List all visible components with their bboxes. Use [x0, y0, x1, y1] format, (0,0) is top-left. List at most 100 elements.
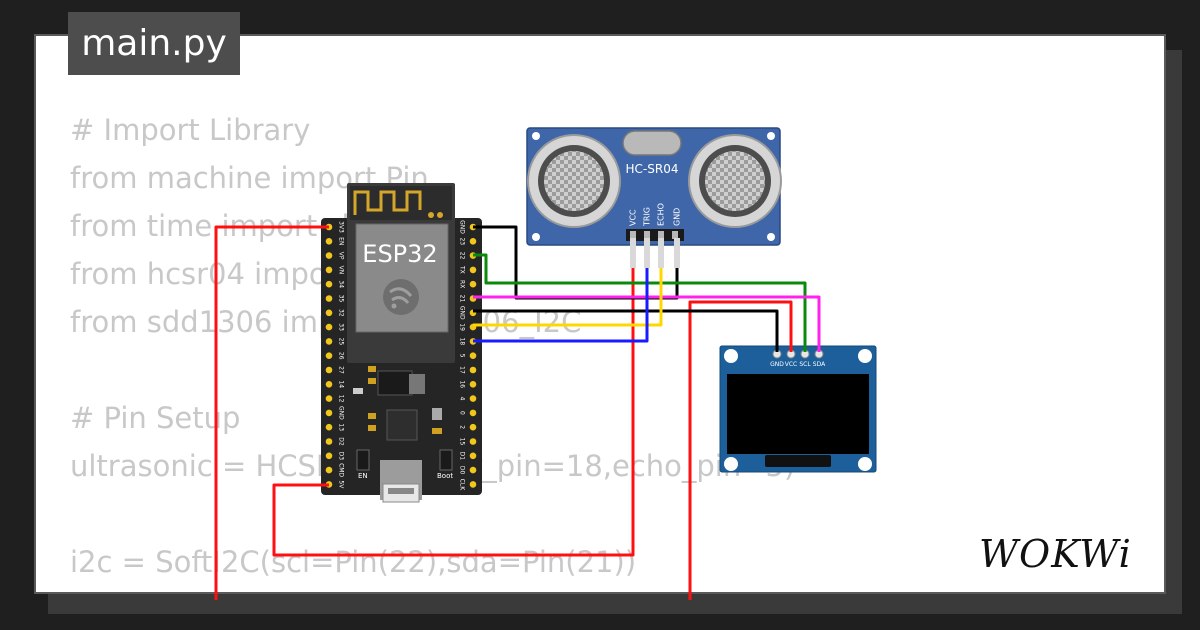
- en-button[interactable]: [356, 449, 370, 471]
- esp32-pin-right[interactable]: [469, 423, 477, 431]
- wire-blue-echo: [473, 240, 649, 343]
- esp32-pin-left[interactable]: [325, 423, 333, 431]
- oled-pin-label: VCC: [785, 361, 797, 368]
- esp32-pin-right[interactable]: [469, 409, 477, 417]
- esp32-pin-right[interactable]: [469, 466, 477, 474]
- oled-pin-label: SDA: [813, 361, 826, 368]
- esp32-pin-label-right: 23: [459, 237, 466, 245]
- esp32-pin-right[interactable]: [469, 280, 477, 288]
- esp32-pin-left[interactable]: [325, 295, 333, 302]
- wire-red-3v3: [214, 225, 329, 600]
- esp32-pin-label-left: 5V: [338, 480, 345, 489]
- esp32-pin-label-left: GND: [338, 406, 345, 420]
- esp32-pin-label-left: 27: [338, 366, 345, 374]
- esp32-pin-label-left: 35: [338, 295, 345, 303]
- esp32-pin-label-left: 34: [338, 280, 345, 288]
- svg-text:WOKWi: WOKWi: [979, 532, 1132, 576]
- esp32-pin-right[interactable]: [469, 266, 477, 274]
- esp32-pin-left[interactable]: [325, 466, 333, 474]
- wire-magenta-sda: [473, 295, 821, 352]
- code-line: i2c = SoftI2C(scl=Pin(22),sda=Pin(21)): [70, 545, 637, 579]
- esp32-pin-left[interactable]: [325, 381, 333, 388]
- file-tab-label: main.py: [81, 23, 227, 64]
- ultrasonic-pin-label: VCC: [629, 209, 638, 226]
- esp32-pin-label-left: VN: [338, 266, 345, 275]
- file-tab[interactable]: main.py: [68, 12, 240, 75]
- esp32-pin-left[interactable]: [325, 252, 333, 259]
- wires: [214, 225, 821, 600]
- ultrasonic-label: HC-SR04: [626, 162, 679, 176]
- esp32-pin-left[interactable]: [325, 409, 333, 417]
- esp32-pin-label-right: 16: [459, 380, 466, 388]
- esp32-pin-label-right: 22: [459, 252, 466, 260]
- esp32-pin-left[interactable]: [325, 352, 333, 360]
- esp32-pin-label-left: D2: [338, 437, 345, 446]
- esp32-board[interactable]: ESP32 EN Boot 3V3ENVPVN34353233252627141…: [321, 183, 482, 503]
- esp32-label: ESP32: [362, 240, 437, 268]
- boot-button-label: Boot: [437, 472, 453, 480]
- ultrasonic-pin-label: ECHO: [657, 203, 666, 226]
- esp32-pin-label-left: 14: [338, 380, 345, 388]
- esp32-pin-label-right: 2: [459, 425, 466, 429]
- en-button-label: EN: [358, 472, 368, 480]
- esp32-pin-label-right: 17: [459, 366, 466, 374]
- esp32-pin-label-left: 25: [338, 338, 345, 346]
- esp32-pin-right[interactable]: [469, 381, 477, 388]
- esp32-pin-right[interactable]: [469, 438, 477, 445]
- transducer-right: [688, 134, 782, 228]
- espressif-logo-icon: [383, 279, 419, 315]
- code-line: # Pin Setup: [70, 401, 241, 435]
- esp32-pin-left[interactable]: [325, 266, 333, 274]
- esp32-pin-label-right: 0: [459, 411, 466, 415]
- ultrasonic-sensor[interactable]: HC-SR04 VCC TRIG ECHO GND: [526, 127, 782, 246]
- ultrasonic-pin-label: GND: [673, 208, 682, 226]
- esp32-pin-left[interactable]: [325, 452, 333, 460]
- esp32-pin-left[interactable]: [325, 395, 333, 402]
- esp32-pin-label-right: 15: [459, 438, 466, 446]
- esp32-pin-left[interactable]: [325, 438, 333, 445]
- ultrasonic-pin-label: TRIG: [643, 207, 652, 227]
- esp32-pin-label-right: GND: [459, 306, 466, 320]
- wire-green-scl: [473, 253, 807, 352]
- wokwi-logo: WOKWi: [979, 532, 1132, 576]
- esp32-pin-label-right: 21: [459, 295, 466, 303]
- esp32-pin-label-left: 26: [338, 352, 345, 360]
- wire-red-oled-vcc: [688, 300, 793, 600]
- esp32-pin-label-right: D0: [459, 466, 466, 475]
- esp32-pin-label-left: 13: [338, 423, 345, 431]
- esp32-pin-left[interactable]: [325, 338, 333, 345]
- esp32-pin-headers: 3V3ENVPVN343532332526271412GND13D2D3CMD5…: [325, 220, 477, 491]
- esp32-pin-label-right: 19: [459, 323, 466, 331]
- wire-red-5v: [272, 240, 635, 557]
- esp32-pin-left[interactable]: [325, 309, 333, 317]
- boot-button[interactable]: [439, 449, 453, 471]
- esp32-pin-label-left: 3V3: [338, 221, 345, 233]
- esp32-pin-label-right: GND: [459, 220, 466, 234]
- esp32-pin-left[interactable]: [325, 323, 333, 331]
- esp32-pin-label-right: D1: [459, 452, 466, 461]
- esp32-pin-label-left: VP: [338, 252, 345, 260]
- esp32-pin-right[interactable]: [469, 395, 477, 402]
- esp32-pin-label-left: D3: [338, 452, 345, 461]
- esp32-pin-right[interactable]: [469, 352, 477, 360]
- esp32-pin-label-left: 32: [338, 309, 345, 317]
- esp32-pin-label-right: 4: [459, 397, 466, 401]
- esp32-pin-right[interactable]: [469, 238, 477, 245]
- esp32-pin-label-left: 33: [338, 323, 345, 331]
- wire-black-oled-gnd: [473, 309, 779, 352]
- code-line: # Import Library: [70, 113, 311, 147]
- oled-screen: [727, 374, 869, 454]
- esp32-pin-right[interactable]: [469, 452, 477, 460]
- esp32-pin-left[interactable]: [325, 238, 333, 245]
- esp32-pin-label-left: 12: [338, 395, 345, 403]
- esp32-pin-right[interactable]: [469, 481, 477, 488]
- esp32-pin-label-right: TX: [459, 265, 466, 274]
- esp32-pin-left[interactable]: [325, 280, 333, 288]
- esp32-pin-right[interactable]: [469, 366, 477, 374]
- esp32-pin-left[interactable]: [325, 366, 333, 374]
- esp32-pin-label-right: 5: [459, 354, 466, 358]
- esp32-pin-label-right: RX: [459, 280, 466, 288]
